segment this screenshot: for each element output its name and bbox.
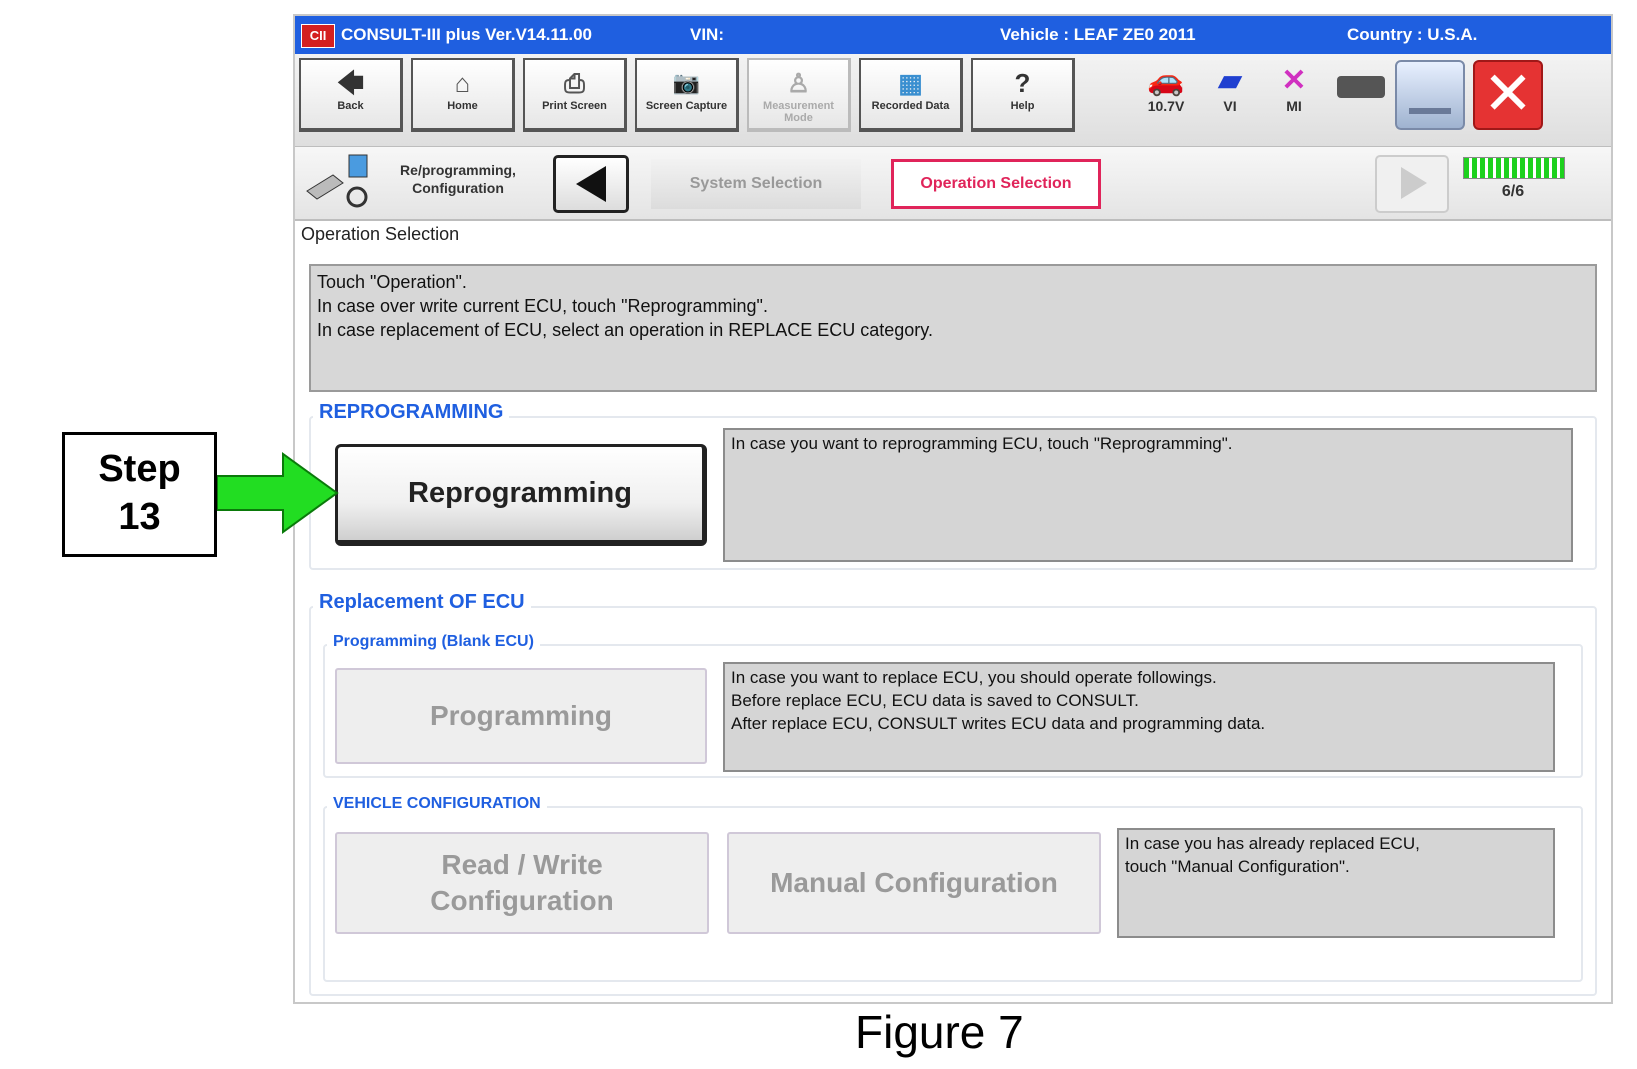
instruction-box: Touch "Operation". In case over write cu…: [309, 264, 1597, 392]
progress-label: 6/6: [1501, 183, 1525, 200]
close-icon: ✕: [1482, 60, 1534, 127]
help-button[interactable]: ? Help: [971, 58, 1075, 132]
toolbar: 🡄 Back ⌂ Home ⎙ Print Screen 📷 Screen Ca…: [295, 54, 1611, 147]
minimize-icon: [1409, 108, 1451, 114]
recorded-data-button[interactable]: ▦ Recorded Data: [859, 58, 963, 132]
print-screen-button[interactable]: ⎙ Print Screen: [523, 58, 627, 132]
triangle-left-icon: [576, 166, 606, 202]
connector-status-icon: [1337, 76, 1385, 98]
vehicle-configuration-group: [323, 806, 1583, 982]
manual-configuration-description: In case you has already replaced ECU, to…: [1117, 828, 1555, 938]
consult-logo-icon: CII: [301, 24, 335, 48]
home-button[interactable]: ⌂ Home: [411, 58, 515, 132]
crumb-operation-selection[interactable]: Operation Selection: [891, 159, 1101, 209]
recorded-data-icon: ▦: [898, 68, 923, 98]
car-battery-icon: 🚗: [1147, 64, 1185, 97]
mi-x-icon: ✕: [1281, 64, 1307, 97]
reprogramming-tool-icon: [303, 153, 373, 213]
figure-caption: Figure 7: [855, 1006, 1024, 1058]
battery-status: 🚗 10.7V: [1137, 64, 1195, 114]
breadcrumb-bar: Re/programming, Configuration System Sel…: [295, 147, 1611, 221]
home-icon: ⌂: [454, 68, 471, 98]
vi-connector-icon: ▰: [1218, 64, 1242, 97]
step-callout: Step 13: [62, 432, 217, 557]
page-title: Operation Selection: [301, 224, 460, 244]
country-label: Country : U.S.A.: [1347, 25, 1478, 44]
progress-bar: [1463, 157, 1565, 179]
replacement-heading: Replacement OF ECU: [313, 591, 531, 614]
back-button[interactable]: 🡄 Back: [299, 58, 403, 132]
manual-configuration-button[interactable]: Manual Configuration: [727, 832, 1101, 934]
nav-forward-button[interactable]: [1375, 155, 1449, 213]
reprogramming-description: In case you want to reprogramming ECU, t…: [723, 428, 1573, 562]
programming-button[interactable]: Programming: [335, 668, 707, 764]
close-button[interactable]: ✕: [1473, 60, 1543, 130]
mode-label: Re/programming, Configuration: [400, 162, 516, 196]
measurement-mode-button[interactable]: ♙ Measurement Mode: [747, 58, 851, 132]
crumb-system-selection[interactable]: System Selection: [651, 159, 861, 209]
green-arrow-icon: [217, 452, 339, 534]
help-icon: ?: [1014, 68, 1031, 98]
camera-icon: 📷: [672, 70, 701, 95]
vehicle-configuration-heading: VEHICLE CONFIGURATION: [327, 795, 547, 813]
minimize-button[interactable]: [1395, 60, 1465, 130]
vehicle-label: Vehicle : LEAF ZE0 2011: [1000, 25, 1196, 44]
reprogramming-button[interactable]: Reprogramming: [335, 444, 707, 546]
programming-blank-group: [323, 644, 1583, 778]
back-arrow-icon: 🡄: [337, 68, 364, 98]
printer-icon: ⎙: [564, 68, 585, 98]
mi-status: ✕ MI: [1265, 64, 1323, 114]
app-version: CONSULT-III plus Ver.V14.11.00: [341, 25, 593, 44]
read-write-configuration-button[interactable]: Read / Write Configuration: [335, 832, 709, 934]
reprogramming-heading: REPROGRAMMING: [313, 401, 510, 424]
programming-blank-heading: Programming (Blank ECU): [327, 633, 540, 651]
consult-window: CII CONSULT-III plus Ver.V14.11.00 VIN: …: [293, 14, 1613, 1004]
vi-status: ▰ VI: [1201, 64, 1259, 114]
vin-label: VIN:: [690, 25, 724, 44]
nav-back-button[interactable]: [553, 155, 629, 213]
triangle-right-icon: [1401, 167, 1427, 199]
replacement-group: [309, 606, 1597, 996]
screen-capture-button[interactable]: 📷 Screen Capture: [635, 58, 739, 132]
measurement-icon: ♙: [786, 68, 811, 98]
programming-description: In case you want to replace ECU, you sho…: [723, 662, 1555, 772]
title-bar: CII CONSULT-III plus Ver.V14.11.00 VIN: …: [295, 16, 1611, 54]
